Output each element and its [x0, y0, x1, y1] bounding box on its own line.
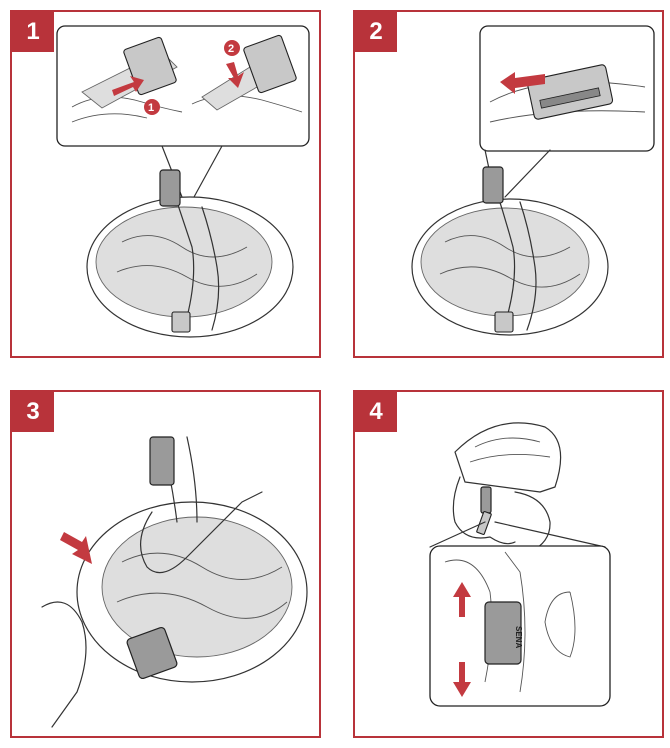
step-1-panel: 1 2 1 [10, 10, 321, 358]
step-number-badge: 3 [12, 392, 54, 432]
step-4-panel: SENA 4 [353, 390, 664, 738]
step-1-illustration: 1 2 [56, 25, 310, 338]
step-number-badge: 2 [355, 12, 397, 52]
step-2-panel: 2 [353, 10, 664, 358]
step-number-badge: 4 [355, 392, 397, 432]
step-3-illustration [41, 436, 308, 728]
step-4-illustration: SENA [429, 422, 611, 707]
step-number-badge: 1 [12, 12, 54, 52]
step-2-illustration [411, 25, 655, 336]
step-3-panel: 3 [10, 390, 321, 738]
callout-1: 1 [148, 102, 154, 114]
sena-logo: SENA [514, 626, 523, 648]
callout-2: 2 [228, 43, 234, 55]
